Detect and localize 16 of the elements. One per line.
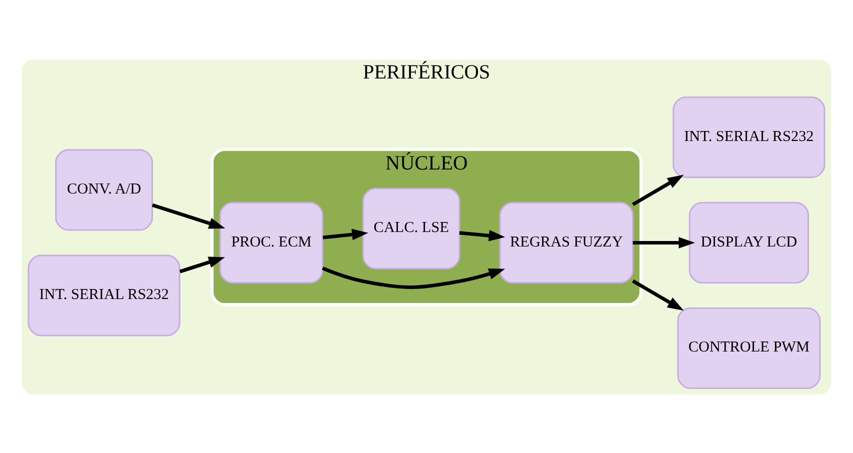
node-box: INT. SERIAL RS232 bbox=[672, 96, 826, 178]
node-box: CONV. A/D bbox=[55, 148, 153, 230]
node-box: REGRAS FUZZY bbox=[499, 201, 634, 284]
node-box: CALC. LSE bbox=[362, 187, 460, 269]
node-box: INT. SERIAL RS232 bbox=[28, 254, 180, 336]
arrow bbox=[632, 236, 695, 248]
arrow bbox=[322, 266, 506, 288]
arrow bbox=[632, 174, 684, 206]
arrow bbox=[179, 256, 225, 273]
arrow bbox=[459, 229, 506, 241]
node-box: CONTROLE PWM bbox=[677, 306, 821, 388]
node-box: PROC. ECM bbox=[219, 201, 324, 284]
arrow bbox=[322, 228, 368, 240]
node-box: DISPLAY LCD bbox=[688, 201, 810, 284]
arrow bbox=[632, 278, 684, 310]
arrow bbox=[152, 202, 226, 228]
